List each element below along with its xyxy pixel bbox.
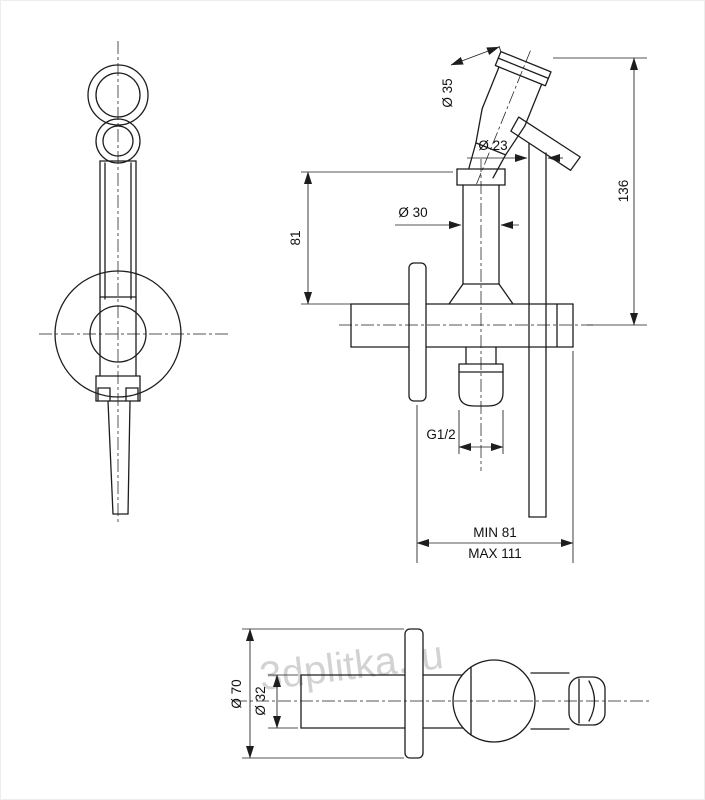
head-axis-centerline bbox=[476, 50, 531, 185]
sprayer-head-side bbox=[468, 50, 581, 179]
dim-holder-height-label: 81 bbox=[288, 230, 303, 245]
hose-side bbox=[528, 142, 547, 518]
trigger-lever bbox=[510, 116, 581, 171]
dim-holder-diameter-label: Ø 30 bbox=[398, 205, 427, 220]
centerlines bbox=[39, 41, 649, 702]
wall-flange-side bbox=[408, 262, 427, 402]
dim-outlet-thread-label: G1/2 bbox=[426, 427, 455, 442]
dimension-mounting-depth: MIN 81 MAX 111 bbox=[416, 351, 574, 563]
dimension-total-height: 136 bbox=[553, 57, 647, 326]
dim-total-height-label: 136 bbox=[616, 180, 631, 203]
dim-depth-min-label: MIN 81 bbox=[473, 525, 517, 540]
dim-hose-diameter-label: Ø 23 bbox=[478, 138, 507, 153]
wall-pipe-bottom bbox=[300, 674, 407, 729]
dim-depth-max-label: MAX 111 bbox=[468, 546, 522, 561]
side-view: Ø 35 Ø 23 Ø 30 81 136 G1/2 bbox=[288, 45, 647, 563]
shower-holder-front bbox=[99, 160, 137, 377]
handle-front bbox=[107, 400, 131, 515]
dimension-holder-height: 81 bbox=[288, 171, 453, 305]
dimension-holder-diameter: Ø 30 bbox=[395, 205, 519, 229]
valve-body-side bbox=[350, 303, 574, 348]
wall-flange-bottom bbox=[404, 628, 424, 759]
shutoff-knob-side bbox=[458, 346, 504, 407]
dimension-head-diameter: Ø 35 bbox=[440, 45, 502, 108]
dimension-outlet-thread: G1/2 bbox=[426, 410, 504, 454]
dim-head-diameter-label: Ø 35 bbox=[440, 78, 455, 107]
dimension-hose-diameter: Ø 23 bbox=[467, 138, 563, 162]
dim-flange-diameter-label: Ø 70 bbox=[229, 679, 244, 708]
